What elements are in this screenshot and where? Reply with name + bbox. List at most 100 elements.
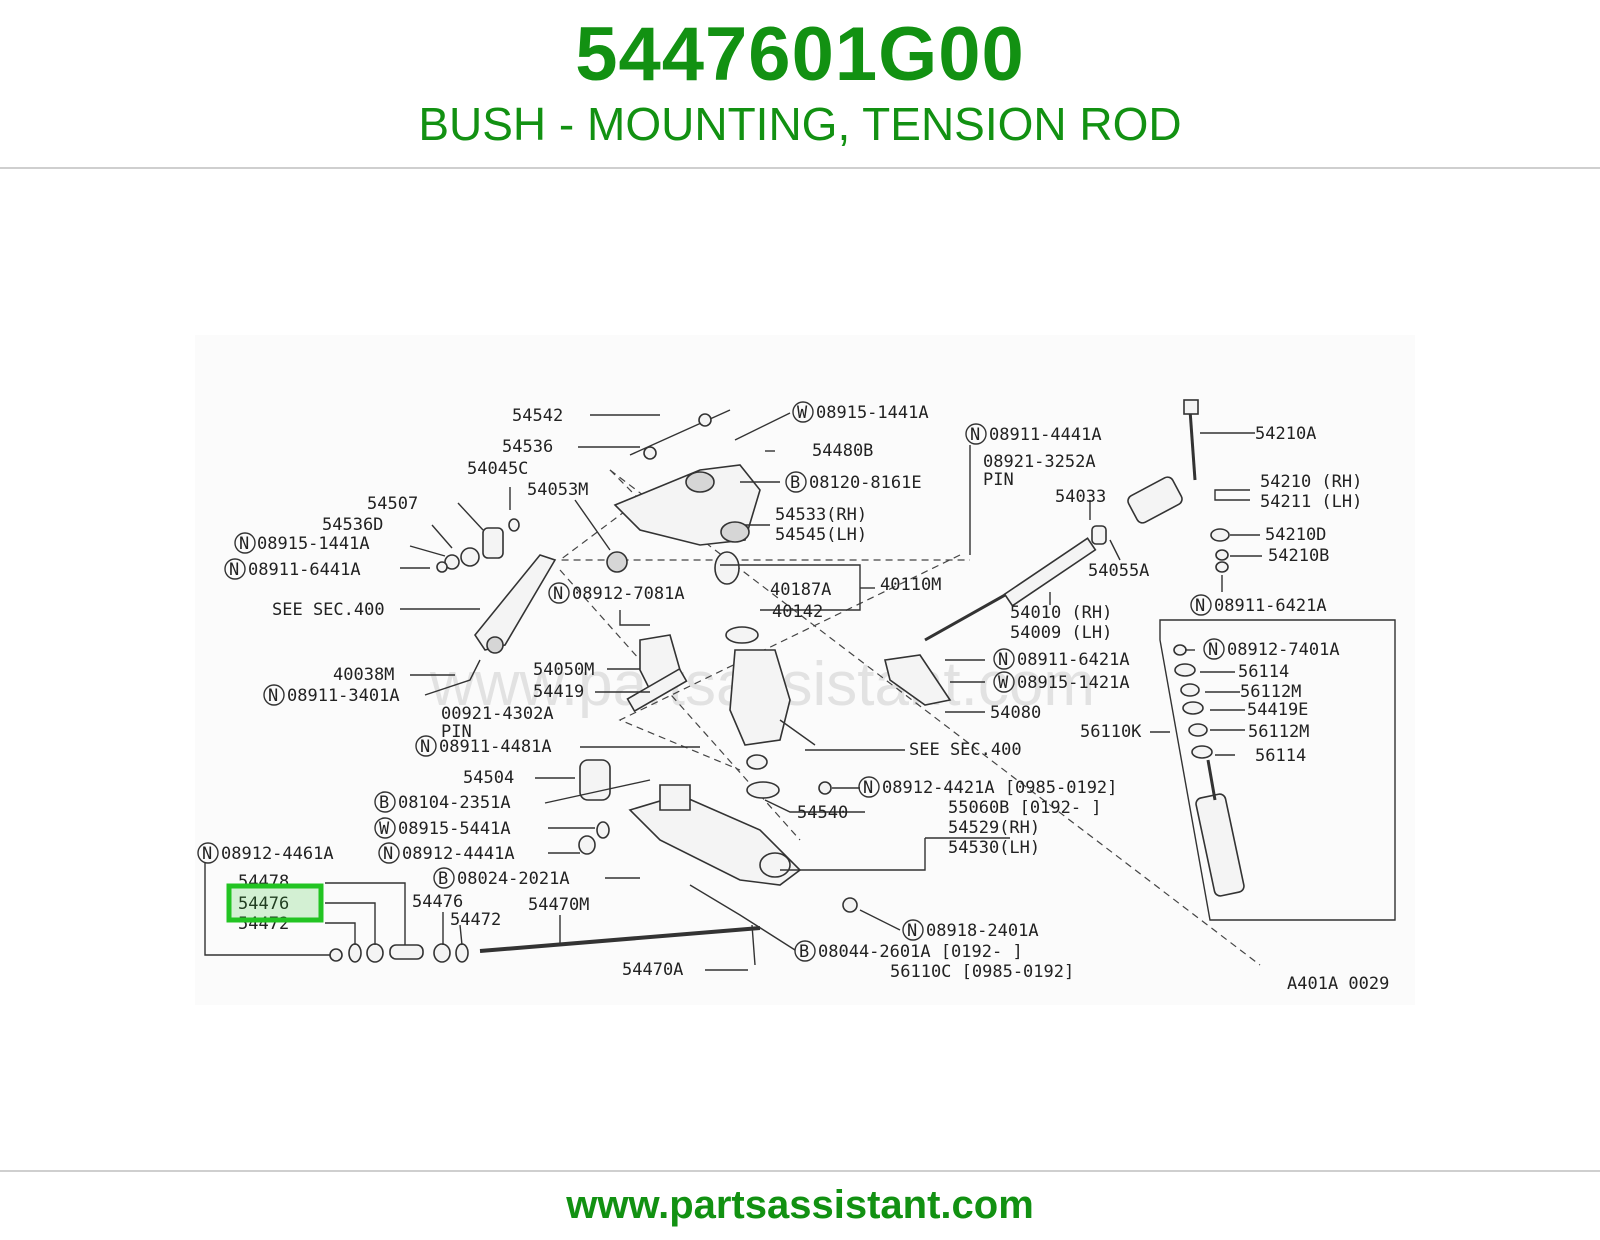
washer — [348, 943, 362, 963]
part-label: 54050M — [533, 660, 594, 680]
part-label: 56114 — [1255, 746, 1306, 766]
part-label: 54010 (RH) — [1010, 603, 1112, 623]
part-label: SEE SEC.400 — [272, 600, 385, 620]
washer — [460, 547, 480, 567]
part-label: 08912-4421A [0985-0192] — [882, 778, 1117, 798]
steering-knuckle — [729, 649, 791, 746]
part-label: 54210D — [1265, 525, 1326, 545]
circle-n-icon: N — [993, 648, 1015, 670]
part-label: 54533(RH) — [775, 505, 867, 525]
part-label: 54055A — [1088, 561, 1149, 581]
bracket — [659, 784, 691, 811]
washer-56114 — [1174, 663, 1196, 677]
footer-divider — [0, 1170, 1600, 1172]
part-label: 08915-5441A — [398, 819, 511, 839]
part-label: 08024-2021A — [457, 869, 570, 889]
part-label: 54009 (LH) — [1010, 623, 1112, 643]
washer-54210D — [1210, 528, 1230, 542]
part-label: 08911-6421A — [1214, 596, 1327, 616]
shock-absorber-body — [1195, 793, 1245, 897]
svg-text:W: W — [379, 819, 390, 839]
part-label: 08911-3401A — [287, 686, 400, 706]
svg-text:N: N — [229, 560, 239, 580]
washer — [596, 821, 610, 839]
part-label: 54545(LH) — [775, 525, 867, 545]
svg-text:B: B — [438, 869, 448, 889]
assembly-dashed-line — [609, 469, 1261, 966]
part-label: 08912-7401A — [1227, 640, 1340, 660]
circle-w-icon: W — [374, 817, 396, 839]
shock-rod — [1188, 409, 1197, 481]
washer — [444, 554, 460, 570]
svg-text:B: B — [799, 942, 809, 962]
collar-54419E — [1182, 701, 1204, 715]
svg-text:N: N — [553, 584, 563, 604]
svg-text:N: N — [268, 686, 278, 706]
circle-w-icon: W — [792, 401, 814, 423]
part-label: 54470A — [622, 960, 683, 980]
shock-absorber-box — [1159, 619, 1396, 921]
svg-text:N: N — [998, 650, 1008, 670]
part-number-title: 5447601G00 — [575, 12, 1025, 97]
highlighted-part-box[interactable] — [226, 883, 324, 923]
bolt-54470A — [751, 924, 756, 966]
circle-n-icon: N — [858, 776, 880, 798]
svg-text:N: N — [383, 844, 393, 864]
bush-54476 — [366, 943, 384, 963]
circle-n-icon: N — [965, 423, 987, 445]
upper-shaft-nut — [698, 413, 712, 427]
part-label: 08104-2351A — [398, 793, 511, 813]
torsion-bar-end — [1003, 537, 1097, 607]
lower-control-arm — [628, 794, 802, 886]
part-label: 08915-1441A — [257, 534, 370, 554]
upper-arm-ball-joint-seat — [720, 521, 750, 543]
svg-text:N: N — [420, 737, 430, 757]
circle-n-icon: N — [548, 582, 570, 604]
circle-n-icon: N — [378, 842, 400, 864]
boot — [746, 781, 780, 799]
part-label: 40038M — [333, 665, 394, 685]
svg-text:N: N — [863, 778, 873, 798]
part-label: 54530(LH) — [948, 838, 1040, 858]
lower-ball-joint-cap — [746, 754, 768, 770]
nut — [578, 835, 596, 855]
part-label: 54033 — [1055, 487, 1106, 507]
circle-n-icon: N — [263, 684, 285, 706]
part-label: 08912-7081A — [572, 584, 685, 604]
svg-text:W: W — [998, 673, 1009, 693]
bush-54507 — [482, 527, 504, 559]
header-divider — [0, 167, 1600, 169]
part-label: 54210A — [1255, 424, 1316, 444]
part-label: 56112M — [1240, 682, 1301, 702]
svg-text:N: N — [202, 844, 212, 864]
part-label: 40110M — [880, 575, 941, 595]
spindle — [779, 719, 816, 746]
part-label: 54472 — [450, 910, 501, 930]
circled-prefix-icons: W N B N N N N N W N N N B W N N N B N B — [197, 401, 1225, 962]
tension-rod-54470M — [479, 926, 761, 953]
part-label: 54210 (RH) — [1260, 472, 1362, 492]
spring-seat — [725, 626, 759, 644]
part-label: 54080 — [990, 703, 1041, 723]
circle-b-icon: B — [785, 471, 807, 493]
diagram-ref-code: A401A 0029 — [1287, 974, 1389, 994]
collar-54478 — [389, 944, 424, 960]
part-label: 54419E — [1247, 700, 1308, 720]
part-label: 40142 — [772, 602, 823, 622]
circle-w-icon: W — [993, 671, 1015, 693]
footer-url[interactable]: www.partsassistant.com — [566, 1183, 1034, 1227]
nut — [329, 948, 343, 962]
svg-text:N: N — [239, 534, 249, 554]
part-label: 54536 — [502, 437, 553, 457]
washer-56114 — [1191, 745, 1213, 759]
part-label: 08044-2601A [0192- ] — [818, 942, 1023, 962]
circle-n-icon: N — [1190, 594, 1212, 616]
part-label: 54045C — [467, 459, 528, 479]
part-label: 08911-6441A — [248, 560, 361, 580]
part-label: 40187A — [770, 580, 831, 600]
part-label: SEE SEC.400 — [909, 740, 1022, 760]
svg-text:W: W — [797, 403, 808, 423]
part-label: 56112M — [1248, 722, 1309, 742]
part-label: 54211 (LH) — [1260, 492, 1362, 512]
part-label: 54053M — [527, 480, 588, 500]
